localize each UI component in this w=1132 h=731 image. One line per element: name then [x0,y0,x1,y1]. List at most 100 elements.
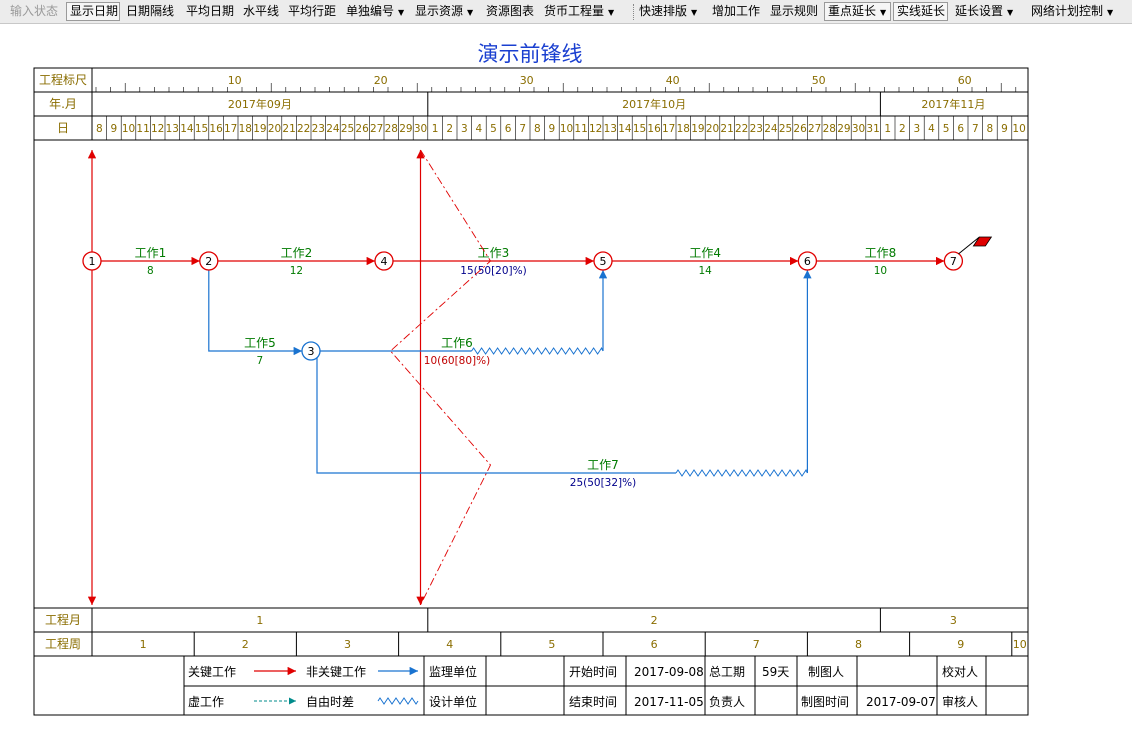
toolbar-button-label: 平均日期 [186,4,235,18]
toolbar-button-17[interactable]: 网络计划控制▼ [1028,2,1120,21]
legend-responsible-label: 负责人 [709,695,745,709]
day-label: 28 [823,123,836,135]
node-circle [301,341,321,361]
day-label: 29 [399,123,412,135]
day-label: 31 [866,123,879,135]
day-label: 13 [166,123,179,135]
node-id: 3 [308,345,315,358]
row-label-year_month: 年.月 [49,97,77,111]
row-label-ruler: 工程标尺 [39,72,87,87]
day-label: 26 [355,123,369,135]
activity-name: 工作4 [689,246,721,260]
day-label: 16 [209,123,223,135]
day-label: 4 [928,123,935,135]
toolbar-button-label: 水平线 [243,4,280,18]
day-label: 3 [461,123,468,135]
legend-end-time-label: 结束时间 [569,695,617,709]
day-label: 1 [884,123,891,135]
toolbar-button-label: 货币工程量 [544,4,605,18]
toolbar-button-5[interactable]: 水平线 [240,2,282,21]
activity-duration: 7 [257,355,264,367]
toolbar-button-4[interactable]: 平均日期 [183,2,237,21]
toolbar-button-6[interactable]: 平均行距 [285,2,340,21]
toolbar-button-label: 增加工作 [712,4,761,18]
toolbar-button-label: 资源图表 [486,4,535,18]
activity-duration: 10(60[80]%) [424,355,490,367]
legend-design-label: 设计单位 [429,694,477,709]
day-label: 21 [720,123,733,135]
activity-name: 工作7 [587,458,619,472]
node-id: 6 [804,255,811,268]
toolbar: 输入状态显示日期日期隔线平均日期水平线平均行距单独编号▼显示资源▼ 资源图表货币工… [0,0,1132,24]
day-label: 1 [432,123,439,135]
activity-duration: 15(50[20]%) [460,265,526,277]
day-label: 11 [136,123,149,135]
legend-noncritical-label: 非关键工作 [306,665,366,679]
ruler-tick-label: 20 [374,74,388,87]
activity-name: 工作3 [478,246,510,260]
chevron-down-icon: ▼ [880,8,887,17]
activity-name: 工作5 [244,336,276,350]
chevron-down-icon: ▼ [398,8,405,17]
toolbar-separator [633,4,635,20]
day-label: 20 [268,123,281,135]
project-week-label: 9 [957,638,964,651]
free-float-wave [675,468,808,477]
day-label: 8 [987,123,994,135]
project-week-label: 4 [446,638,453,651]
toolbar-button-12[interactable]: 增加工作 [709,2,764,21]
toolbar-button-2[interactable]: 显示日期 [66,2,120,21]
legend-draw-time-value: 2017-09-07 [866,695,936,709]
day-label: 18 [239,123,252,135]
activity-duration: 25(50[32]%) [570,477,636,489]
toolbar-button-13[interactable]: 显示规则 [767,2,822,21]
day-label: 4 [476,123,483,135]
node-id: 7 [950,255,957,268]
toolbar-button-3[interactable]: 日期隔线 [123,2,179,21]
legend-start-time-value: 2017-09-08 [634,665,704,679]
toolbar-button-8[interactable]: 显示资源▼ [412,2,480,21]
legend-supervisor-label: 监理单位 [429,664,477,679]
toolbar-button-label: 输入状态 [10,4,59,18]
activity-duration: 14 [699,265,713,277]
toolbar-button-11[interactable]: 快速排版▼ [636,2,705,21]
noncritical-activity-arrow [208,270,302,356]
day-label: 15 [633,123,646,135]
day-label: 2 [446,123,453,135]
toolbar-button-9[interactable]: 资源图表 [483,2,537,21]
node-id: 4 [381,255,388,268]
legend-draw-time-label: 制图时间 [801,695,849,709]
day-label: 30 [414,123,427,135]
project-week-label: 1 [140,638,147,651]
chart-title: 演示前锋线 [478,42,583,66]
day-label: 22 [735,123,748,135]
node-circle [199,251,219,271]
day-label: 30 [852,123,865,135]
day-label: 10 [560,123,573,135]
toolbar-button-label: 实线延长 [897,4,946,18]
ruler-tick-label: 30 [520,74,534,87]
row-label-day: 日 [57,121,69,135]
toolbar-button-10[interactable]: 货币工程量▼ [541,2,625,21]
activity-duration: 10 [874,265,887,277]
day-label: 12 [151,123,164,135]
node-circle [943,251,964,271]
chevron-down-icon: ▼ [1007,8,1014,17]
toolbar-button-label: 日期隔线 [126,4,175,18]
day-label: 7 [972,123,979,135]
day-label: 24 [326,123,340,135]
toolbar-button-16[interactable]: 延长设置▼ [952,2,1022,21]
toolbar-button-label: 重点延长 [828,4,877,18]
day-label: 21 [282,123,295,135]
toolbar-button-14[interactable]: 重点延长▼ [824,2,891,21]
legend-free-float-label: 自由时差 [306,695,354,709]
day-label: 25 [779,123,792,135]
month-label: 2017年10月 [622,97,686,111]
toolbar-button-15[interactable]: 实线延长 [893,2,948,21]
project-week-label: 7 [753,638,760,651]
toolbar-button-7[interactable]: 单独编号▼ [343,2,409,21]
day-label: 20 [706,123,719,135]
day-label: 17 [224,123,237,135]
day-label: 11 [574,123,587,135]
